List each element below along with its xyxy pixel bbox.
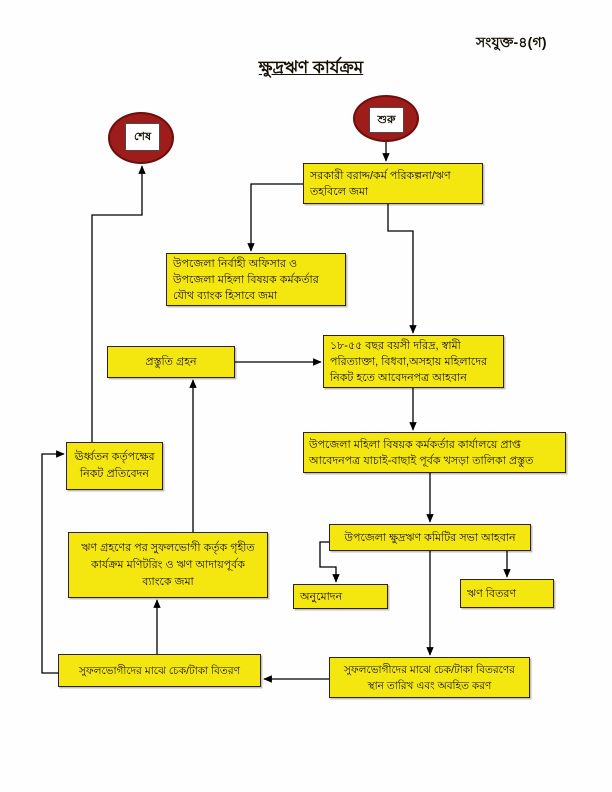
start-terminator: শুরু <box>353 95 419 142</box>
node-monitoring: ঋণ গ্রহণের পর সুফলভোগী কর্তৃক গৃহীত কার্… <box>68 532 268 598</box>
node-distribution-notice: সুফলভোগীদের মাঝে চেক/টাকা বিতরণের স্থান … <box>329 657 530 698</box>
node-application-call: ১৮-৫৫ বছর বয়সী দরিদ্র, স্বামী পরিত্যাক্… <box>323 335 504 388</box>
edge-report-superior-to-end <box>91 165 146 442</box>
end-terminator: শেষ <box>108 112 174 164</box>
node-draft-list: উপজেলা মহিলা বিষয়ক কর্মকর্তার কার্যালয়… <box>303 432 566 473</box>
node-report-superior: ঊর্ধ্বতন কর্তৃপক্ষের নিকট প্রতিবেদন <box>66 442 163 490</box>
node-preparation: প্রস্তুতি গ্রহন <box>107 346 235 378</box>
edge-cheque-distribution-to-report-superior <box>41 450 65 674</box>
edge-allocation-to-joint-account <box>247 183 303 252</box>
node-committee-meeting: উপজেলা ক্ষুদ্রঋণ কমিটির সভা আহবান <box>329 524 531 551</box>
end-label: শেষ <box>125 123 160 151</box>
node-cheque-distribution: সুফলভোগীদের মাঝে চেক/টাকা বিতরণ <box>58 654 261 687</box>
node-approval: অনুমোদন <box>293 584 388 609</box>
node-loan-distribution: ঋণ বিতরণ <box>460 579 554 608</box>
page-title: ক্ষুদ্রঋণ কার্যক্রম <box>258 58 364 77</box>
node-allocation: সরকারী বরাদ্দ/কর্ম পরিকল্পনা/ঋণ তহবিলে জ… <box>303 163 483 204</box>
edge-allocation-to-application-call <box>387 204 417 334</box>
start-label: শুরু <box>369 107 404 133</box>
corner-label: সংযুক্ত-৪(গ) <box>476 34 547 50</box>
node-joint-account: উপজেলা নির্বাহী অফিসার ও উপজেলা মহিলা বি… <box>166 253 346 306</box>
